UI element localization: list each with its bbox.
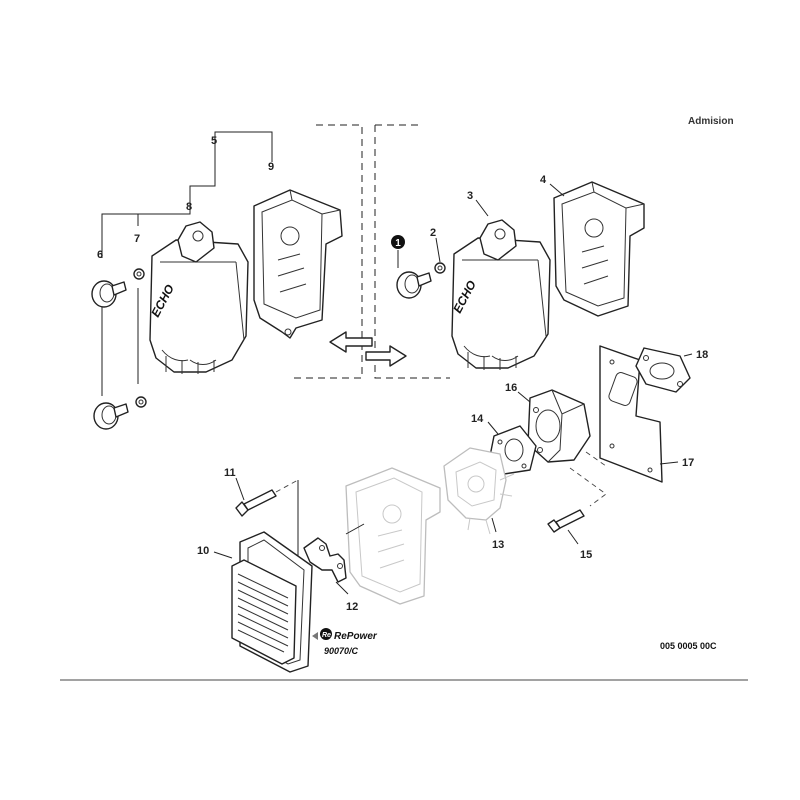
washer-2 [434,262,446,274]
air-filter-10 [231,531,313,673]
carburetor-13 [443,447,515,535]
knob-6-lower [93,402,129,430]
label-4: 4 [540,174,547,186]
label-7: 7 [134,233,140,245]
label-14: 14 [471,413,484,425]
label-11: 11 [224,467,236,479]
note-marker-1: 1 [391,235,405,249]
label-17: 17 [682,457,694,469]
label-13: 13 [492,539,504,551]
label-12: 12 [346,601,358,613]
washer-7-lower [135,396,147,408]
label-3: 3 [467,190,473,202]
bolt-11 [235,489,277,517]
label-6: 6 [97,249,103,261]
bolt-15 [547,509,585,533]
svg-text:Re: Re [322,632,331,639]
filter-pleats [237,573,289,653]
label-18: 18 [696,349,708,361]
label-15: 15 [580,549,592,561]
repower-code: 90070/C [324,646,359,656]
gasket-18 [635,347,691,393]
label-8: 8 [186,201,192,213]
air-cleaner-cover-8: ECHO [148,221,249,374]
label-16: 16 [505,382,517,394]
air-cleaner-base-4 [553,181,645,317]
knob-right [396,271,432,299]
assembly-bracket-5 [101,131,273,396]
repower-logo: Re RePower 90070/C [312,628,378,656]
air-cleaner-base-ghost [345,467,441,605]
variant-divider [290,124,450,379]
knob-6-upper [91,280,127,308]
washer-7-upper [133,268,145,280]
label-10: 10 [197,545,209,557]
label-9: 9 [268,161,274,173]
air-cleaner-base-9 [253,189,343,339]
part-labels: 5 9 8 7 6 3 4 2 18 16 14 17 11 13 15 10 … [97,135,708,613]
section-heading: Admision [688,116,734,127]
drawing-code: 005 0005 00C [660,641,717,651]
label-5: 5 [211,135,217,147]
bracket-12 [303,537,347,583]
label-2: 2 [430,227,436,239]
air-cleaner-cover-3: ECHO [450,219,551,370]
insulator-16 [527,389,591,463]
repower-logo-text: RePower [334,631,378,642]
swap-arrows-icon [329,331,407,367]
svg-text:1: 1 [395,238,401,249]
